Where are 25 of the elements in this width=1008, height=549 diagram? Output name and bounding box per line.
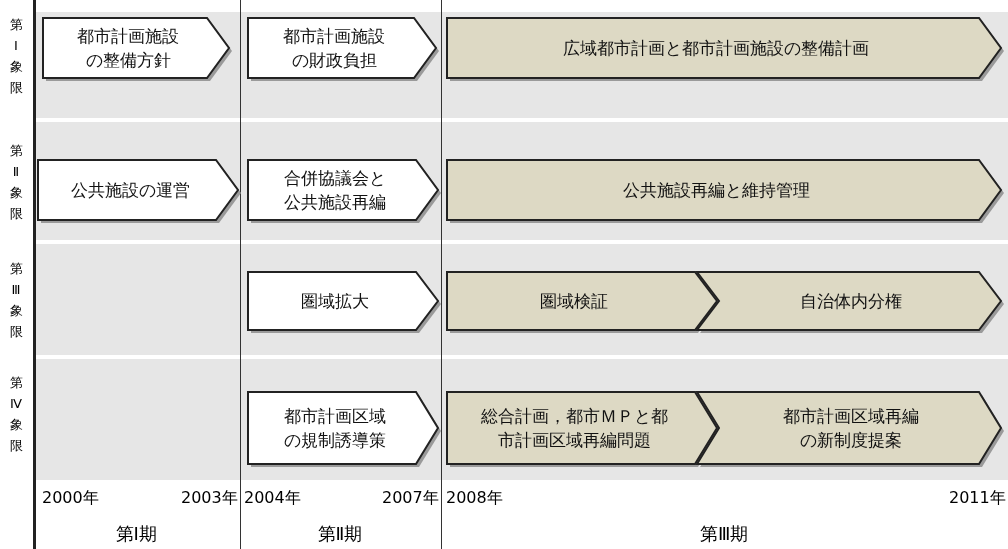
row-label: 第Ⅲ象限 xyxy=(9,260,23,341)
stage-text: 圏域検証 xyxy=(539,290,609,313)
stage-text: 総合計画，都市ＭＰと都市計画区域再編問題 xyxy=(479,405,669,452)
row-label: 第Ⅳ象限 xyxy=(9,374,23,455)
year-label: 2008年 xyxy=(446,488,503,509)
stage-text: 都市計画区域の規制誘導策 xyxy=(283,405,387,452)
row-label: 第Ⅰ象限 xyxy=(9,16,23,97)
stage-text: 公共施設再編と維持管理 xyxy=(621,179,811,202)
year-label: 2000年 xyxy=(42,488,99,509)
period-label: 第Ⅱ期 xyxy=(317,522,363,546)
stage-text: 合併協議会と公共施設再編 xyxy=(283,167,387,214)
stage-text: 都市計画施設の財政負担 xyxy=(282,25,386,72)
stage-text: 公共施設の運営 xyxy=(69,179,191,202)
year-label: 2011年 xyxy=(949,488,1006,509)
year-label: 2003年 xyxy=(181,488,238,509)
period-label: 第Ⅲ期 xyxy=(700,522,749,546)
stage-text: 広域都市計画と都市計画施設の整備計画 xyxy=(562,37,870,60)
year-label: 2004年 xyxy=(244,488,301,509)
period-label: 第Ⅰ期 xyxy=(115,522,157,546)
stage-text: 都市計画施設の整備方針 xyxy=(76,25,180,72)
stage-text: 自治体内分権 xyxy=(799,290,903,313)
stage-text: 圏域拡大 xyxy=(300,290,370,313)
row-label: 第Ⅱ象限 xyxy=(9,142,23,223)
year-label: 2007年 xyxy=(382,488,439,509)
stage-text: 都市計画区域再編の新制度提案 xyxy=(782,405,920,452)
